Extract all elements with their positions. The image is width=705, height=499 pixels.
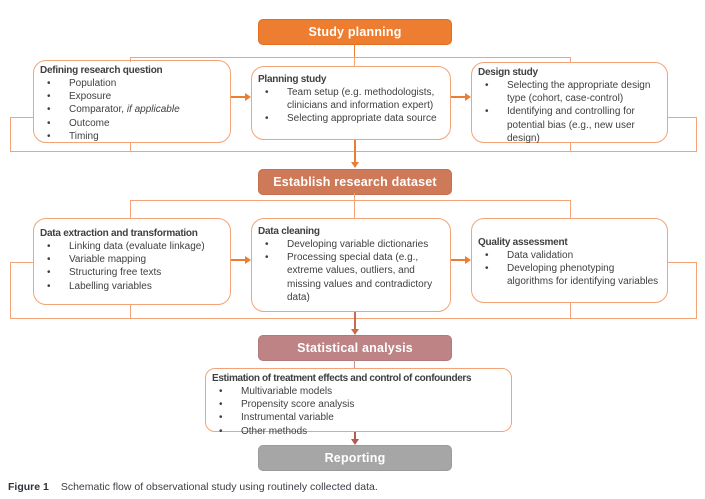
connector-row1-rightbox-bottom-stub: [570, 143, 571, 151]
connector-row1-left-margin-vertical: [10, 117, 11, 152]
arrowhead-row2-arrow1: [245, 256, 251, 264]
connector-arrow-to-reporting-shaft: [354, 432, 356, 439]
connector-row1-arrow1-shaft: [231, 96, 245, 98]
connector-row2-arrow1-shaft: [231, 259, 245, 261]
connector-row2-right-margin-vertical: [696, 262, 697, 319]
box-design-study: Design study Selecting the appropriate d…: [471, 62, 668, 145]
connector-statistical-to-estimation: [354, 359, 355, 368]
bullet-item: Multivariable models: [212, 385, 505, 398]
bullet-item: Labelling variables: [40, 280, 224, 293]
banner-statistical-analysis: Statistical analysis: [258, 335, 452, 361]
figure-caption: Figure 1 Schematic flow of observational …: [8, 481, 378, 493]
box-data-cleaning: Data cleaning Developing variable dictio…: [251, 218, 451, 312]
connector-arrow-to-establish-shaft: [354, 140, 356, 162]
bullet-item: Developing variable dictionaries: [258, 238, 444, 251]
bullet-item: Outcome: [40, 117, 224, 130]
connector-row1-split-center-drop: [354, 57, 355, 67]
bullet-item: Selecting appropriate data source: [258, 112, 444, 125]
bullet-item: Population: [40, 77, 224, 90]
connector-row2-collector: [10, 318, 697, 319]
connector-row2-split-center-drop: [354, 200, 355, 218]
box-planning-study: Planning study Team setup (e.g. methodol…: [251, 66, 451, 140]
bullet-item: Variable mapping: [40, 253, 224, 266]
box-quality-assessment: Quality assessment Data validation Devel…: [471, 218, 668, 303]
banner-reporting: Reporting: [258, 445, 452, 471]
box-estimation-treatment-effects: Estimation of treatment effects and cont…: [205, 368, 512, 438]
bullet-list: Linking data (evaluate linkage) Variable…: [40, 240, 224, 293]
box-title: Quality assessment: [478, 237, 568, 248]
banner-establish-dataset: Establish research dataset: [258, 169, 452, 195]
box-title: Estimation of treatment effects and cont…: [212, 373, 472, 384]
connector-row2-split-horizontal: [130, 200, 571, 201]
bullet-item: Instrumental variable: [212, 411, 505, 424]
box-title: Data extraction and transformation: [40, 228, 198, 239]
connector-row2-left-margin-vertical: [10, 262, 11, 319]
bullet-list: Selecting the appropriate design type (c…: [478, 79, 661, 145]
connector-studyplanning-drop: [354, 43, 355, 57]
bullet-item: Other methods: [212, 425, 505, 438]
arrowhead-to-statistical: [351, 329, 359, 335]
figure-caption-label: Figure 1: [8, 481, 49, 493]
connector-row2-right-margin-stub: [668, 262, 697, 263]
arrowhead-to-reporting: [351, 439, 359, 445]
bullet-item: Team setup (e.g. methodologists, clinici…: [258, 86, 444, 112]
bullet-item: Linking data (evaluate linkage): [40, 240, 224, 253]
box-title: Data cleaning: [258, 226, 320, 237]
bullet-item: Propensity score analysis: [212, 398, 505, 411]
connector-establish-drop: [354, 193, 355, 200]
connector-row2-leftbox-bottom-stub: [130, 305, 131, 319]
bullet-item: Processing special data (e.g., extreme v…: [258, 251, 444, 304]
box-title: Defining research question: [40, 65, 163, 76]
connector-row1-split-right-drop: [570, 57, 571, 63]
arrowhead-to-establish: [351, 162, 359, 168]
connector-row1-arrow2-shaft: [451, 96, 465, 98]
bullet-item: Selecting the appropriate design type (c…: [478, 79, 661, 105]
bullet-item: Timing: [40, 130, 224, 143]
box-title: Planning study: [258, 74, 327, 85]
bullet-list: Population Exposure Comparator, if appli…: [40, 77, 224, 143]
connector-row2-split-left-drop: [130, 200, 131, 218]
banner-study-planning: Study planning: [258, 19, 452, 45]
connector-row1-split-horizontal: [130, 57, 571, 58]
bullet-list: Data validation Developing phenotyping a…: [478, 249, 661, 289]
arrowhead-row2-arrow2: [465, 256, 471, 264]
connector-row1-collector: [10, 151, 697, 152]
box-defining-research-question: Defining research question Population Ex…: [33, 60, 231, 143]
arrowhead-row1-arrow1: [245, 93, 251, 101]
bullet-item: Structuring free texts: [40, 266, 224, 279]
bullet-item: Exposure: [40, 90, 224, 103]
bullet-list: Developing variable dictionaries Process…: [258, 238, 444, 304]
connector-row1-left-margin-stub: [10, 117, 33, 118]
connector-row1-split-left-drop: [130, 57, 131, 62]
connector-row2-split-right-drop: [570, 200, 571, 218]
connector-row2-arrow2-shaft: [451, 259, 465, 261]
bullet-item: Data validation: [478, 249, 661, 262]
bullet-list: Team setup (e.g. methodologists, clinici…: [258, 86, 444, 126]
connector-row2-rightbox-bottom-stub: [570, 303, 571, 319]
box-title: Design study: [478, 67, 538, 78]
connector-row1-right-margin-vertical: [696, 117, 697, 152]
bullet-item: Developing phenotyping algorithms for id…: [478, 262, 661, 288]
bullet-item: Identifying and controlling for potentia…: [478, 105, 661, 145]
bullet-list: Multivariable models Propensity score an…: [212, 385, 505, 438]
box-data-extraction: Data extraction and transformation Linki…: [33, 218, 231, 305]
connector-arrow-to-statistical-shaft: [354, 312, 356, 329]
figure-caption-text: Schematic flow of observational study us…: [60, 481, 378, 493]
connector-row1-leftbox-bottom-stub: [130, 143, 131, 151]
bullet-item: Comparator, if applicable: [40, 103, 224, 116]
connector-row2-left-margin-stub: [10, 262, 33, 263]
arrowhead-row1-arrow2: [465, 93, 471, 101]
connector-row1-right-margin-stub: [668, 117, 697, 118]
